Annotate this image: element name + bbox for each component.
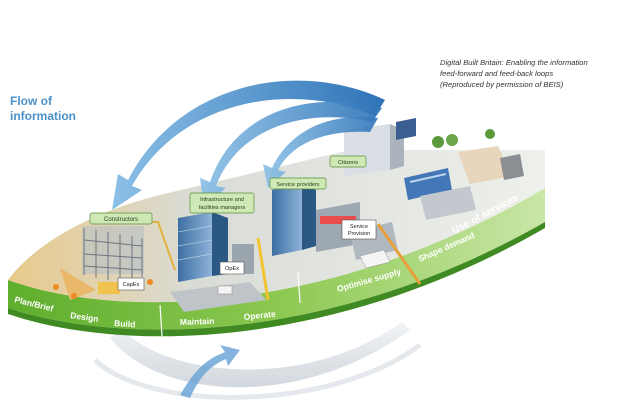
constructors-label-plate: [89, 212, 153, 225]
construction-zone: [53, 221, 176, 300]
stakeholder-labels: Constructors Infrastructure and faciliti…: [89, 155, 377, 291]
zone-dividers: [159, 271, 301, 337]
infrastructure-zone: [170, 212, 270, 312]
service-provision-line-2: Provision: [348, 231, 370, 237]
infra-label-line-2: facilities managers: [199, 205, 246, 211]
stage-design: Design: [70, 310, 99, 324]
flow-of-information-title: Flow of information: [10, 94, 76, 124]
figure-caption: Digital Built Britain: Enabling the info…: [440, 57, 636, 90]
flow-title-line-2: information: [10, 109, 76, 123]
stage-operate: Operate: [243, 309, 276, 322]
opex-sign: [219, 261, 245, 275]
citizens-label: Citizens: [338, 160, 358, 166]
capex-sign: [117, 277, 145, 291]
service-providers-label-plate: [269, 177, 327, 190]
caption-line-3: (Reproduced by permission of BEIS): [440, 80, 564, 89]
opex-label: OpEx: [225, 266, 239, 272]
infra-label-line-1: Infrastructure and: [200, 197, 244, 203]
stage-build: Build: [114, 318, 136, 329]
infra-label-plate: [189, 192, 255, 214]
caption-line-2: feed-forward and feed-back loops: [440, 69, 554, 78]
citizens-label-plate: [329, 155, 367, 168]
service-provision-sign: [341, 219, 377, 240]
capex-label: CapEx: [123, 282, 140, 288]
stage-maintain: Maintain: [180, 316, 215, 327]
arrow-citizens-to-infrastructure: [200, 101, 382, 206]
arrow-citizens-to-constructors: [112, 80, 385, 210]
service-providers-label: Service providers: [276, 182, 319, 188]
service-provision-line-1: Service: [350, 224, 368, 230]
constructors-label: Constructors: [104, 217, 138, 223]
lower-loop-arrows: [93, 322, 422, 400]
flow-title-line-1: Flow of: [10, 94, 52, 108]
caption-line-1: Digital Built Britain: Enabling the info…: [440, 58, 588, 67]
service-provider-zone: [272, 184, 422, 285]
